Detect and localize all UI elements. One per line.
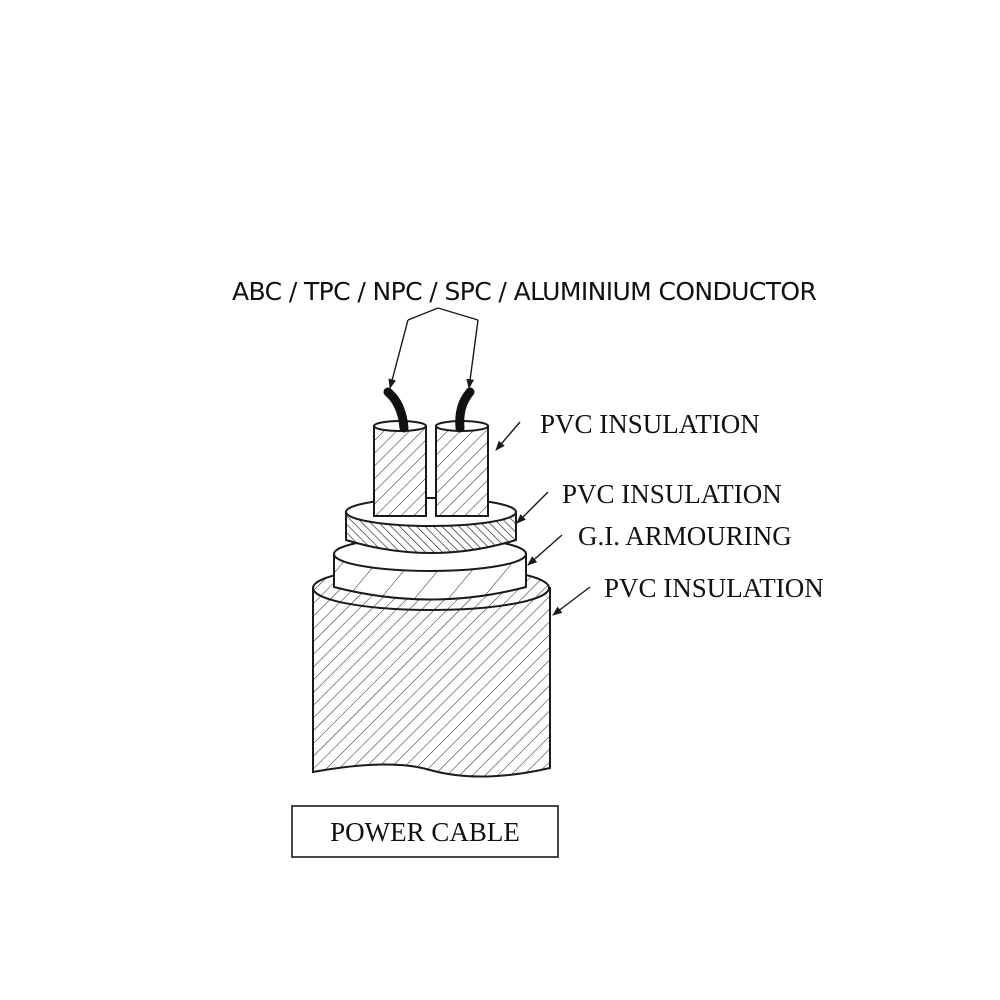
label-core-insulation: PVC INSULATION: [495, 409, 760, 451]
label-outer-pvc: PVC INSULATION: [552, 573, 824, 616]
svg-text:PVC INSULATION: PVC INSULATION: [562, 479, 782, 509]
label-inner-pvc: PVC INSULATION: [516, 479, 782, 524]
svg-text:PVC INSULATION: PVC INSULATION: [604, 573, 824, 603]
svg-text:G.I. ARMOURING: G.I. ARMOURING: [578, 521, 792, 551]
conductor-label: ABC / TPC / NPC / SPC / ALUMINIUM CONDUC…: [232, 277, 816, 306]
diagram-title: POWER CABLE: [330, 817, 520, 847]
conductor-strands: [383, 387, 475, 433]
label-armouring: G.I. ARMOURING: [527, 521, 792, 566]
svg-text:PVC INSULATION: PVC INSULATION: [540, 409, 760, 439]
inner-pvc-layer: [345, 497, 517, 554]
title-box: POWER CABLE: [291, 805, 559, 858]
conductor-leader-lines: [388, 307, 479, 389]
insulated-core-left: [373, 420, 427, 517]
insulated-core-right: [435, 420, 489, 517]
